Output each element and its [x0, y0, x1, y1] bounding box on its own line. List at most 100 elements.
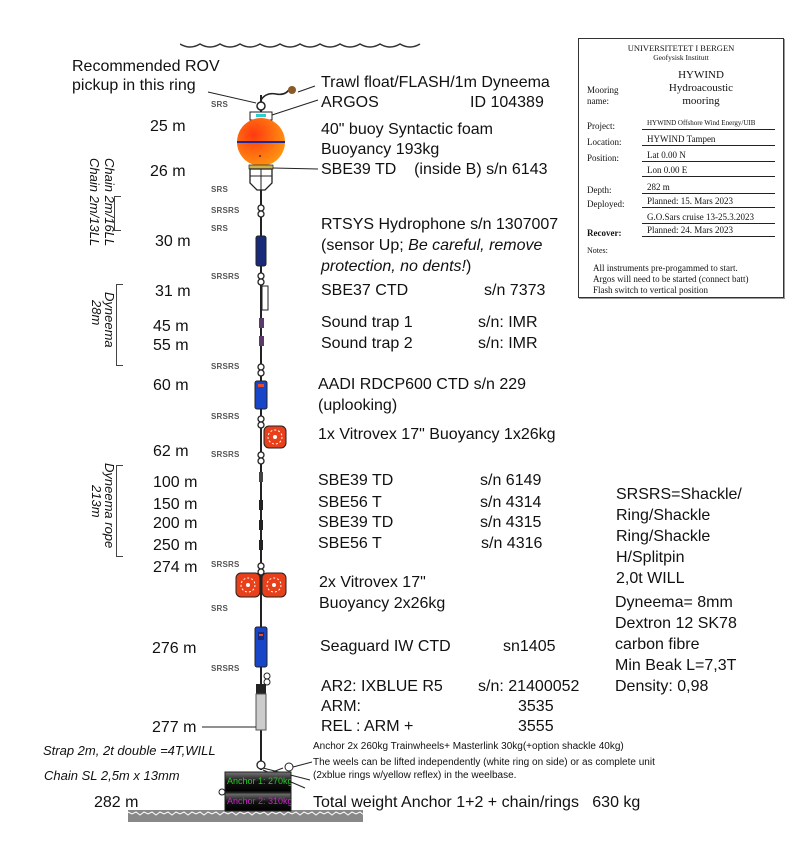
connector-srsrs: SRSRS: [211, 362, 240, 371]
location-value: HYWIND Tampen: [642, 133, 775, 146]
argos-label: ARGOS: [321, 94, 379, 111]
anchor-note-line2: The weels can be lifted independently (w…: [313, 757, 655, 768]
institute-name: Geofysisk Institutt: [653, 53, 709, 62]
location-label: Location:: [587, 137, 622, 147]
connector-srsrs: SRSRS: [211, 560, 240, 569]
mooring-name-line3: mooring: [682, 95, 720, 107]
longitude-value: Lon 0.00 E: [642, 164, 775, 177]
vitrovex-buoy: [263, 425, 287, 449]
recover-label: Recover:: [587, 228, 622, 238]
buoy-label: 40" buoy Syntactic foam: [321, 121, 493, 138]
legend-line: Ring/Shackle: [616, 528, 711, 545]
rtsys-note-italic: Be careful, remove: [408, 237, 543, 254]
note-line: Flash switch to vertical position: [593, 285, 708, 295]
mooring-name-line1: HYWIND: [678, 69, 724, 81]
arm-label: ARM:: [321, 698, 361, 715]
srsrs-legend: SRSRS=Shackle/ Ring/Shackle Ring/Shackle…: [616, 484, 742, 589]
notes-text: All instruments pre-progammed to start. …: [593, 263, 749, 296]
dyneema-rope-bracket: [116, 465, 123, 557]
sbe39-top-label: SBE39 TD (inside B) s/n 6143: [321, 161, 548, 178]
depth-25m: 25 m: [150, 118, 186, 135]
legend-line: Dyneema= 8mm: [615, 594, 733, 611]
ar2-release-sn: s/n: 21400052: [478, 678, 580, 695]
depth-value: 282 m: [642, 181, 775, 194]
trawl-float-label: Trawl float/FLASH/1m Dyneema: [321, 74, 550, 91]
depth-55m: 55 m: [153, 337, 189, 354]
rov-note-line1: Recommended ROV: [72, 58, 220, 75]
connector-srs: SRS: [211, 604, 229, 613]
legend-line: Density: 0,98: [615, 678, 709, 695]
argos-id: ID 104389: [470, 94, 544, 111]
legend-line: H/Splitpin: [616, 549, 685, 566]
ar2-release-label: AR2: IXBLUE R5: [321, 678, 443, 695]
sbe56-4316-sn: s/n 4316: [481, 535, 543, 552]
connector-srs: SRS: [211, 224, 229, 233]
project-value: HYWIND Offshore Wind Energy/UIB: [642, 117, 775, 130]
depth-282m: 282 m: [94, 794, 139, 811]
anchor-note-line3: (2xblue rings w/yellow reflex) in the we…: [313, 770, 517, 781]
sbe39-4315-sn: s/n 4315: [480, 514, 542, 531]
arm-code: 3535: [518, 698, 554, 715]
connector-srs: SRS: [211, 185, 229, 194]
notes-label: Notes:: [587, 246, 608, 255]
dyneema-28m-bracket: [116, 284, 123, 366]
rel-code: 3555: [518, 718, 554, 735]
sbe56-4314-label: SBE56 T: [318, 494, 382, 511]
connector-srsrs: SRSRS: [211, 206, 240, 215]
rtsys-hydrophone-label: RTSYS Hydrophone s/n 1307007: [321, 216, 559, 233]
dyneema-28m-label: Dyneema: [102, 292, 117, 348]
depth-250m: 250 m: [153, 537, 198, 554]
connector-srsrs: SRSRS: [211, 412, 240, 421]
sbe37-label: SBE37 CTD: [321, 282, 409, 299]
soundtrap2-label: Sound trap 2: [321, 335, 413, 352]
vitrovex2-label: 2x Vitrovex 17": [319, 574, 426, 591]
aadi-rdcp-note: (uplooking): [318, 397, 398, 414]
depth-26m: 26 m: [150, 163, 186, 180]
sea-surface-wave: [180, 43, 421, 48]
rtsys-note-line3: protection, no dents!): [321, 258, 471, 276]
deployed-label: Deployed:: [587, 199, 625, 209]
legend-line: carbon fibre: [615, 636, 700, 653]
note-line: All instruments pre-progammed to start.: [593, 263, 738, 273]
chain-sl-label: Chain SL 2,5m x 13mm: [44, 768, 180, 783]
connector-srs: SRS: [211, 100, 229, 109]
seaguard-label: Seaguard IW CTD: [320, 638, 451, 655]
recover-value: Planned: 24. Mars 2023: [642, 224, 775, 237]
depth-274m: 274 m: [153, 559, 198, 576]
dyneema-legend: Dyneema= 8mm Dextron 12 SK78 carbon fibr…: [615, 592, 737, 697]
legend-line: SRSRS=Shackle/: [616, 486, 742, 503]
mooring-name-label: Mooring name:: [587, 85, 619, 106]
rtsys-note-italic: protection, no dents!: [321, 258, 466, 275]
depth-100m: 100 m: [153, 474, 198, 491]
sbe39-6149-sn: s/n 6149: [480, 472, 542, 489]
depth-277m: 277 m: [152, 719, 197, 736]
chain-13ll-label: Chain 2m/13LL: [87, 158, 102, 247]
connector-srsrs: SRSRS: [211, 450, 240, 459]
depth-60m: 60 m: [153, 377, 189, 394]
note-line: Argos will need to be started (connect b…: [593, 274, 749, 284]
total-weight-label: Total weight Anchor 1+2 + chain/rings 63…: [313, 794, 641, 811]
depth-150m: 150 m: [153, 496, 198, 513]
dyneema-rope-length: 213m: [89, 485, 104, 518]
vitrovex1-label: 1x Vitrovex 17" Buoyancy 1x26kg: [318, 426, 556, 443]
mooring-name-line2: Hydroacoustic: [668, 82, 734, 94]
soundtrap1-label: Sound trap 1: [321, 314, 413, 331]
chain-16ll-label: Chain 2m/16LL: [102, 158, 117, 247]
connector-srsrs: SRSRS: [211, 664, 240, 673]
vitrovex2-buoyancy: Buoyancy 2x26kg: [319, 595, 446, 612]
project-label: Project:: [587, 121, 615, 131]
legend-line: Dextron 12 SK78: [615, 615, 737, 632]
legend-line: 2,0t WILL: [616, 570, 685, 587]
university-name: UNIVERSITETET I BERGEN: [627, 43, 735, 53]
dyneema-28m-length: 28m: [89, 300, 104, 326]
legend-line: Min Beak L=7,3T: [615, 657, 737, 674]
legend-line: Ring/Shackle: [616, 507, 711, 524]
rtsys-note-paren: ): [465, 258, 472, 275]
depth-31m: 31 m: [155, 283, 191, 300]
latitude-value: Lat 0.00 N: [642, 149, 775, 162]
rov-note-line2: pickup in this ring: [72, 77, 196, 94]
depth-62m: 62 m: [153, 443, 189, 460]
aadi-rdcp-label: AADI RDCP600 CTD s/n 229: [318, 376, 527, 393]
anchor2-label: Anchor 2: 310kg: [227, 796, 291, 806]
rtsys-note-normal: (sensor Up;: [321, 237, 409, 254]
